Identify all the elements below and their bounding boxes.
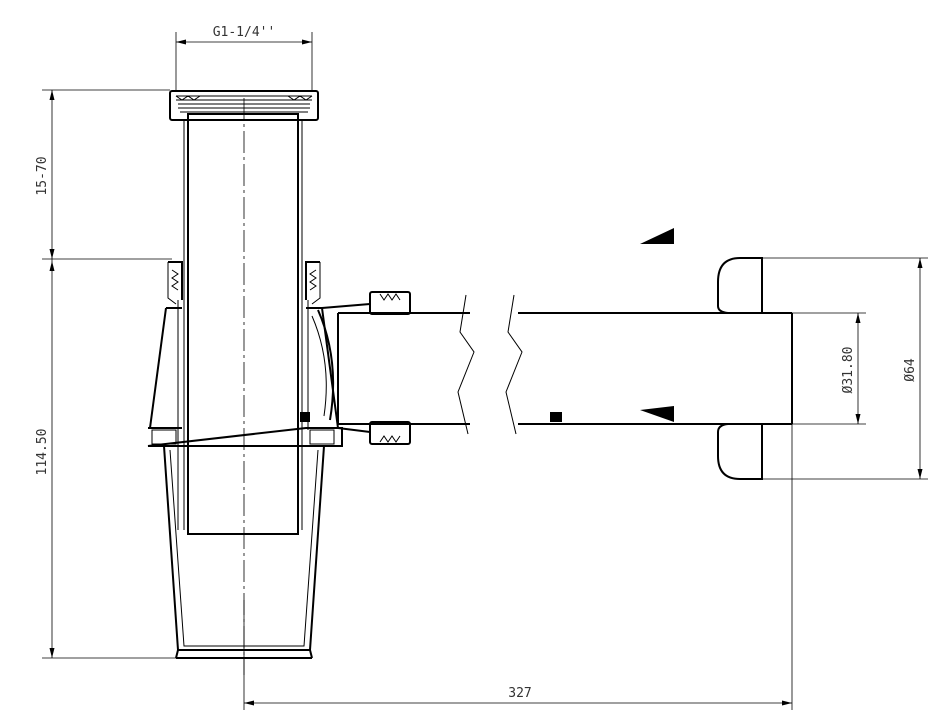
outlet-pipe	[337, 228, 793, 435]
wall-flange	[717, 257, 763, 480]
flange-diameter-label: Ø64	[903, 358, 918, 382]
pipe-diameter-label: Ø31.80	[841, 347, 856, 394]
section-arrow-top	[640, 228, 674, 244]
overall-length-label: 327	[508, 686, 531, 701]
section-arrow-bottom	[640, 406, 674, 422]
dimension-labels: G1-1/4'' 15-70 114.50 Ø31.80 Ø64 327	[35, 25, 918, 701]
thread-size-label: G1-1/4''	[213, 25, 276, 40]
trap-body	[147, 90, 411, 675]
height-adjust-label: 15-70	[35, 156, 50, 195]
body-height-label: 114.50	[35, 429, 50, 476]
